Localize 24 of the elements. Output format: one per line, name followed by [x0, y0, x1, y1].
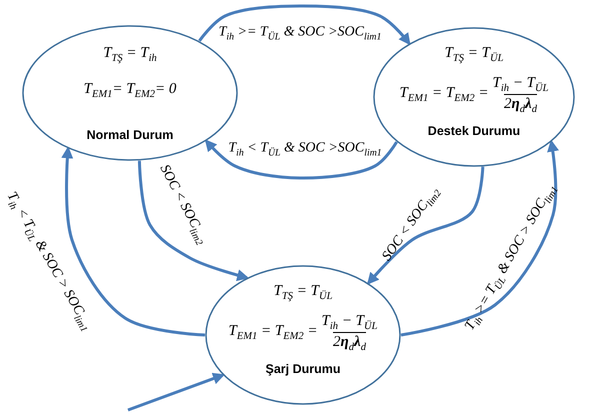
- formula: T$_{TŞ}$ = T$_{ÜL}$: [274, 283, 332, 303]
- edge-label: T$_{ih}$ >= T$_{ÜL}$ & SOC >SOC$_{lim1}$: [218, 24, 382, 44]
- arrow: [400, 140, 559, 336]
- arrow: [61, 146, 206, 336]
- fraction-denominator: 2η$_{d}$λ$_{d}$: [504, 94, 537, 116]
- state-ellipse: [22, 25, 238, 161]
- formula: T$_{TŞ}$ = T$_{ih}$: [103, 45, 157, 65]
- arrow: [127, 372, 225, 412]
- state-name: Destek Durumu: [428, 124, 520, 138]
- formula: T$_{EM1}$ = T$_{EM2}$ =: [400, 85, 489, 105]
- formula: T$_{EM1}$ = T$_{EM2}$ =: [228, 323, 318, 343]
- state-ellipse: [205, 265, 401, 405]
- state-name: Normal Durum: [86, 128, 174, 142]
- fraction-numerator: T$_{ih}$ − T$_{ÜL}$: [322, 312, 378, 332]
- arrow: [204, 139, 398, 180]
- state-name: Şarj Durumu: [265, 362, 340, 376]
- arrow: [138, 160, 250, 282]
- arrow: [198, 4, 411, 46]
- formula: T$_{TŞ}$ = T$_{ÜL}$: [444, 45, 504, 65]
- fraction-numerator: T$_{ih}$ − T$_{ÜL}$: [492, 74, 548, 94]
- arrow: [367, 166, 484, 285]
- formula: T$_{EM1}$= T$_{EM2}$= 0: [84, 80, 176, 100]
- edge-label: T$_{ih}$ < T$_{ÜL}$ & SOC >SOC$_{lim1}$: [228, 140, 382, 160]
- fraction-denominator: 2η$_{d}$λ$_{d}$: [333, 332, 366, 354]
